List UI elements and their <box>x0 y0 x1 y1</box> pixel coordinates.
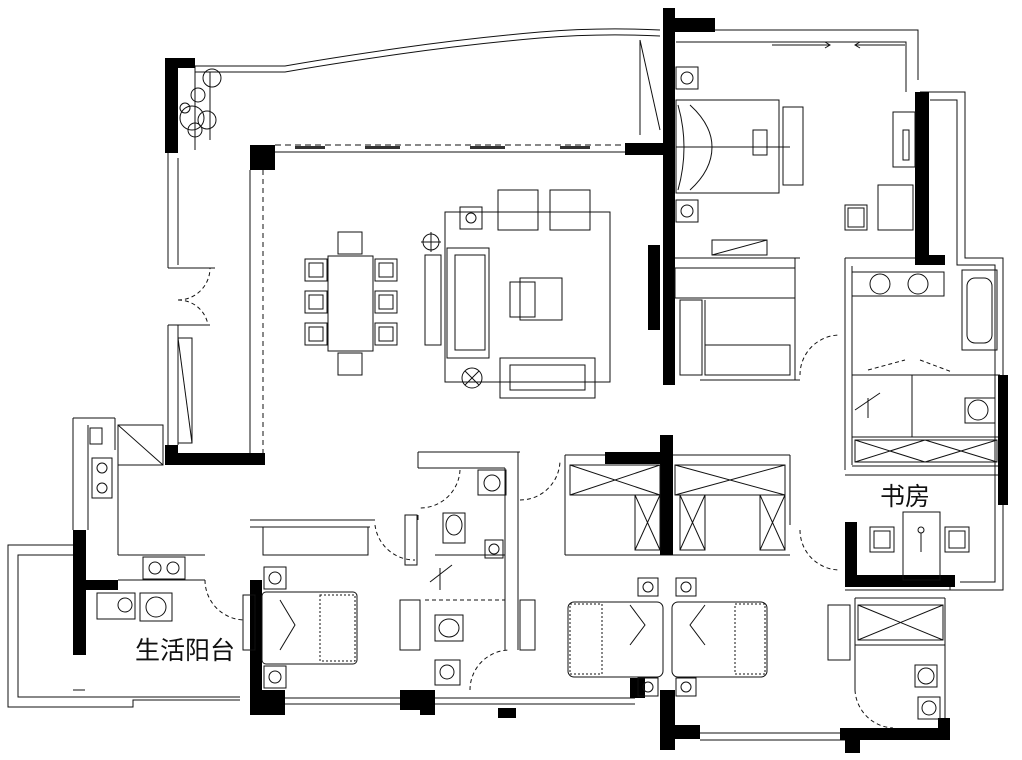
label-study: 书房 <box>880 482 931 511</box>
furniture <box>89 41 998 720</box>
thin-outlines <box>7 28 1004 741</box>
window-sashes <box>295 146 590 149</box>
door-swings <box>177 267 953 729</box>
label-utility-balcony: 生活阳台 <box>135 636 236 665</box>
structural-walls <box>73 8 1008 753</box>
